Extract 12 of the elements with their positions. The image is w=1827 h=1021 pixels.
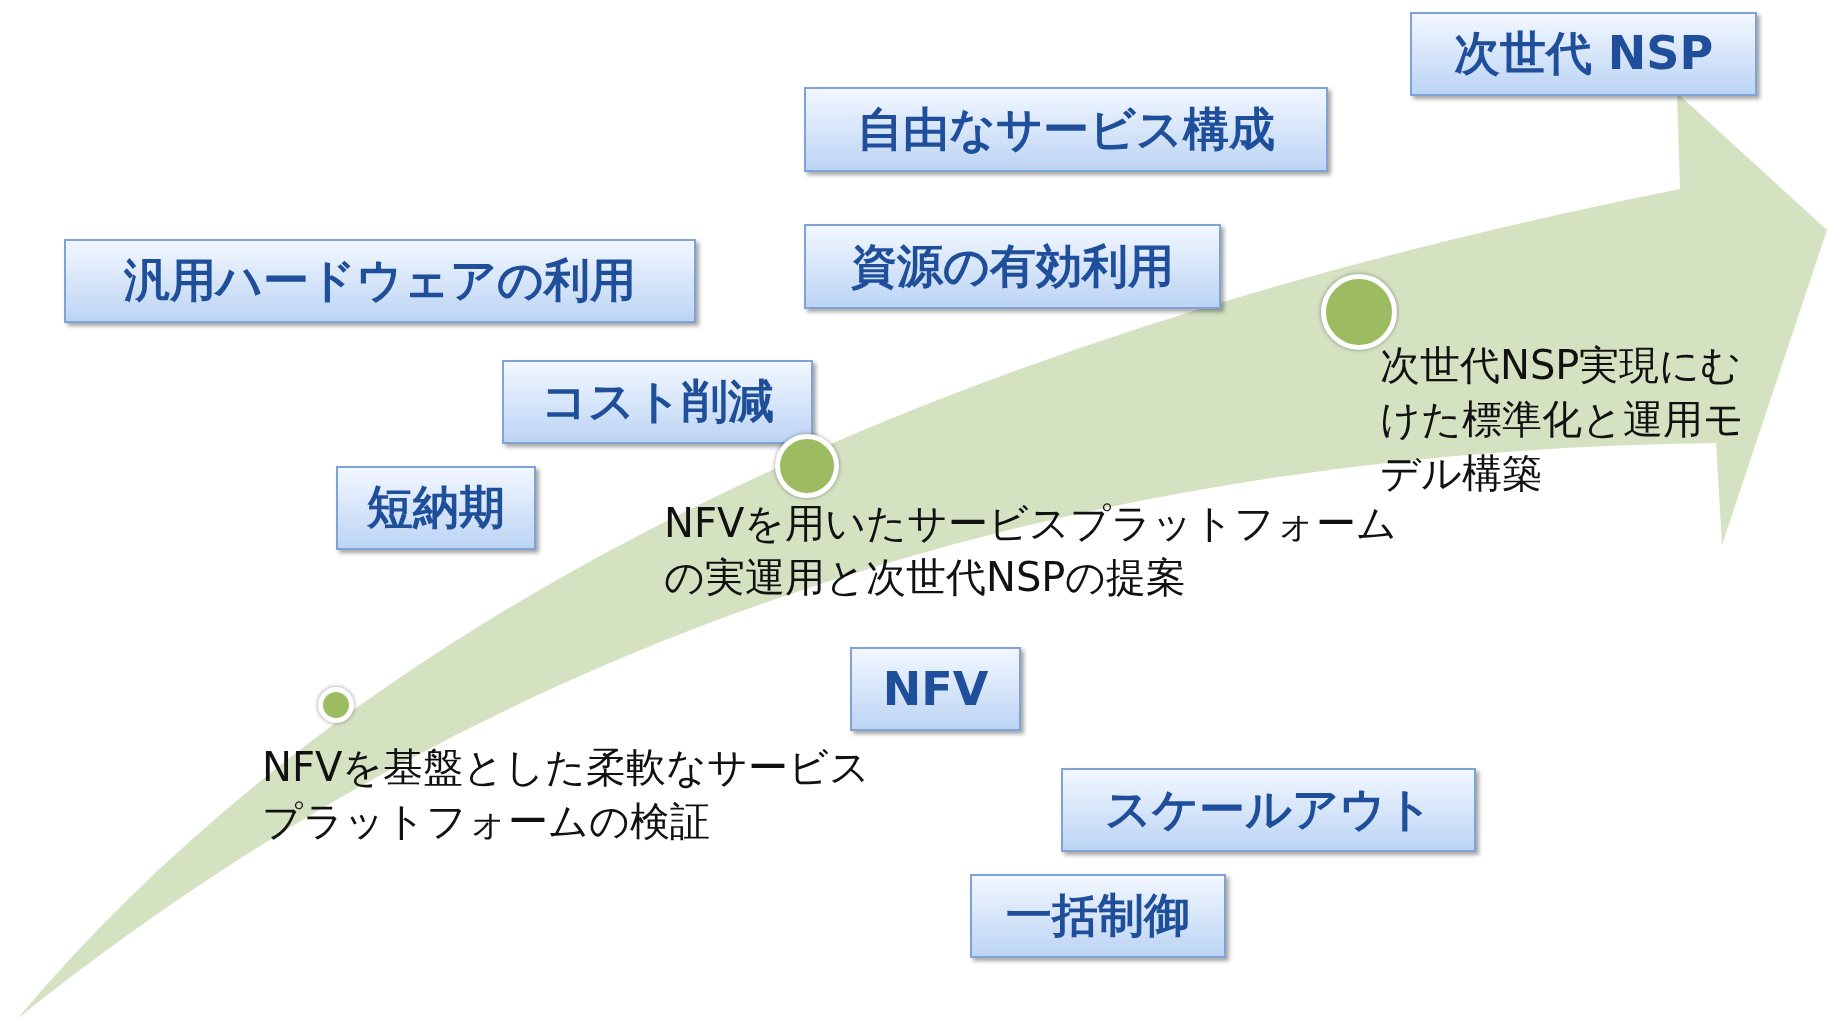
keyword-box: 自由なサービス構成: [804, 87, 1328, 172]
milestone-text: NFVを基盤とした柔軟なサービスプラットフォームの検証: [262, 743, 872, 846]
keyword-box: 次世代 NSP: [1410, 12, 1757, 96]
keyword-box: 一括制御: [970, 874, 1226, 958]
keyword-box: 汎用ハードウェアの利用: [64, 239, 696, 323]
keyword-box: スケールアウト: [1061, 768, 1476, 852]
keyword-box: NFV: [850, 647, 1021, 731]
milestone-text: 次世代NSP実現にむけた標準化と運用モデル構築: [1380, 341, 1745, 498]
keyword-box: 短納期: [336, 466, 536, 550]
milestone-text: NFVを用いたサービスプラットフォームの実運用と次世代NSPの提案: [664, 499, 1399, 602]
keyword-box: 資源の有効利用: [804, 224, 1221, 309]
keyword-box: コスト削減: [502, 360, 813, 444]
